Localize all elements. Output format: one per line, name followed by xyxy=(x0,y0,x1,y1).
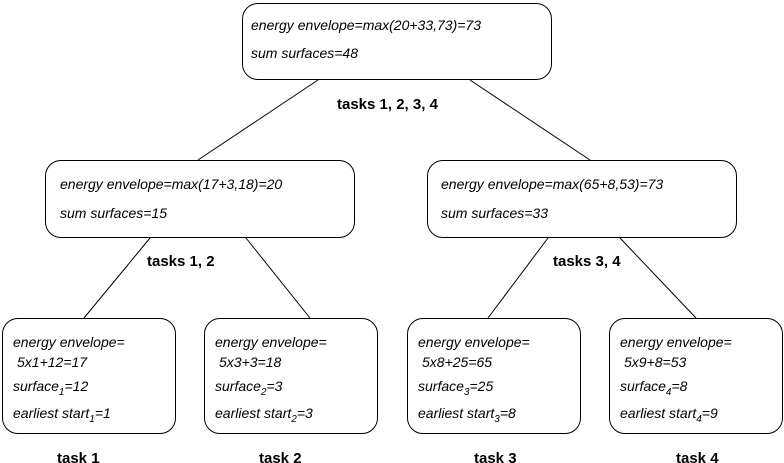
leaf-energy-formula: 5x3+3=18 xyxy=(219,354,282,370)
left-energy: energy envelope=max(17+3,18)=20 xyxy=(60,176,283,192)
leaf-task-4: energy envelope= 5x9+8=53 surface4=8 ear… xyxy=(609,318,783,434)
task-label-2: task 2 xyxy=(259,450,302,463)
left-label: tasks 1, 2 xyxy=(147,253,215,270)
edge-left-task1 xyxy=(83,237,151,319)
leaf-energy-label: energy envelope= xyxy=(620,334,732,350)
leaf-surface: surface2=3 xyxy=(215,378,283,398)
root-node: energy envelope=max(20+33,73)=73 sum sur… xyxy=(242,3,552,80)
leaf-task-3: energy envelope= 5x8+25=65 surface3=25 e… xyxy=(407,318,581,434)
leaf-energy-label: energy envelope= xyxy=(215,334,327,350)
right-node: energy envelope=max(65+8,53)=73 sum surf… xyxy=(427,160,737,238)
right-sum: sum surfaces=33 xyxy=(441,205,548,221)
leaf-surface: surface1=12 xyxy=(13,378,89,398)
task-label-3: task 3 xyxy=(474,450,517,463)
root-sum: sum surfaces=48 xyxy=(251,45,358,61)
leaf-earliest-start: earliest start2=3 xyxy=(215,405,313,425)
leaf-task-2: energy envelope= 5x3+3=18 surface2=3 ear… xyxy=(204,318,378,434)
right-energy: energy envelope=max(65+8,53)=73 xyxy=(441,176,664,192)
leaf-energy-formula: 5x9+8=53 xyxy=(624,354,687,370)
edge-left-task2 xyxy=(245,237,311,319)
leaf-energy-formula: 5x8+25=65 xyxy=(422,354,493,370)
leaf-earliest-start: earliest start4=9 xyxy=(620,405,718,425)
task-label-4: task 4 xyxy=(676,450,719,463)
leaf-surface: surface4=8 xyxy=(620,378,688,398)
leaf-energy-label: energy envelope= xyxy=(418,334,530,350)
left-node: energy envelope=max(17+3,18)=20 sum surf… xyxy=(45,160,355,238)
leaf-earliest-start: earliest start1=1 xyxy=(13,405,111,425)
leaf-task-1: energy envelope= 5x1+12=17 surface1=12 e… xyxy=(2,318,176,434)
left-sum: sum surfaces=15 xyxy=(60,205,167,221)
root-energy: energy envelope=max(20+33,73)=73 xyxy=(251,17,482,33)
edge-right-task4 xyxy=(619,237,697,319)
leaf-energy-label: energy envelope= xyxy=(13,334,125,350)
task-label-1: task 1 xyxy=(57,450,100,463)
edge-root-left xyxy=(197,79,319,161)
leaf-energy-formula: 5x1+12=17 xyxy=(17,354,88,370)
leaf-surface: surface3=25 xyxy=(418,378,494,398)
edge-root-right xyxy=(469,79,591,161)
root-label: tasks 1, 2, 3, 4 xyxy=(337,96,438,113)
leaf-earliest-start: earliest start3=8 xyxy=(418,405,516,425)
edge-right-task3 xyxy=(487,237,549,319)
right-label: tasks 3, 4 xyxy=(553,253,621,270)
